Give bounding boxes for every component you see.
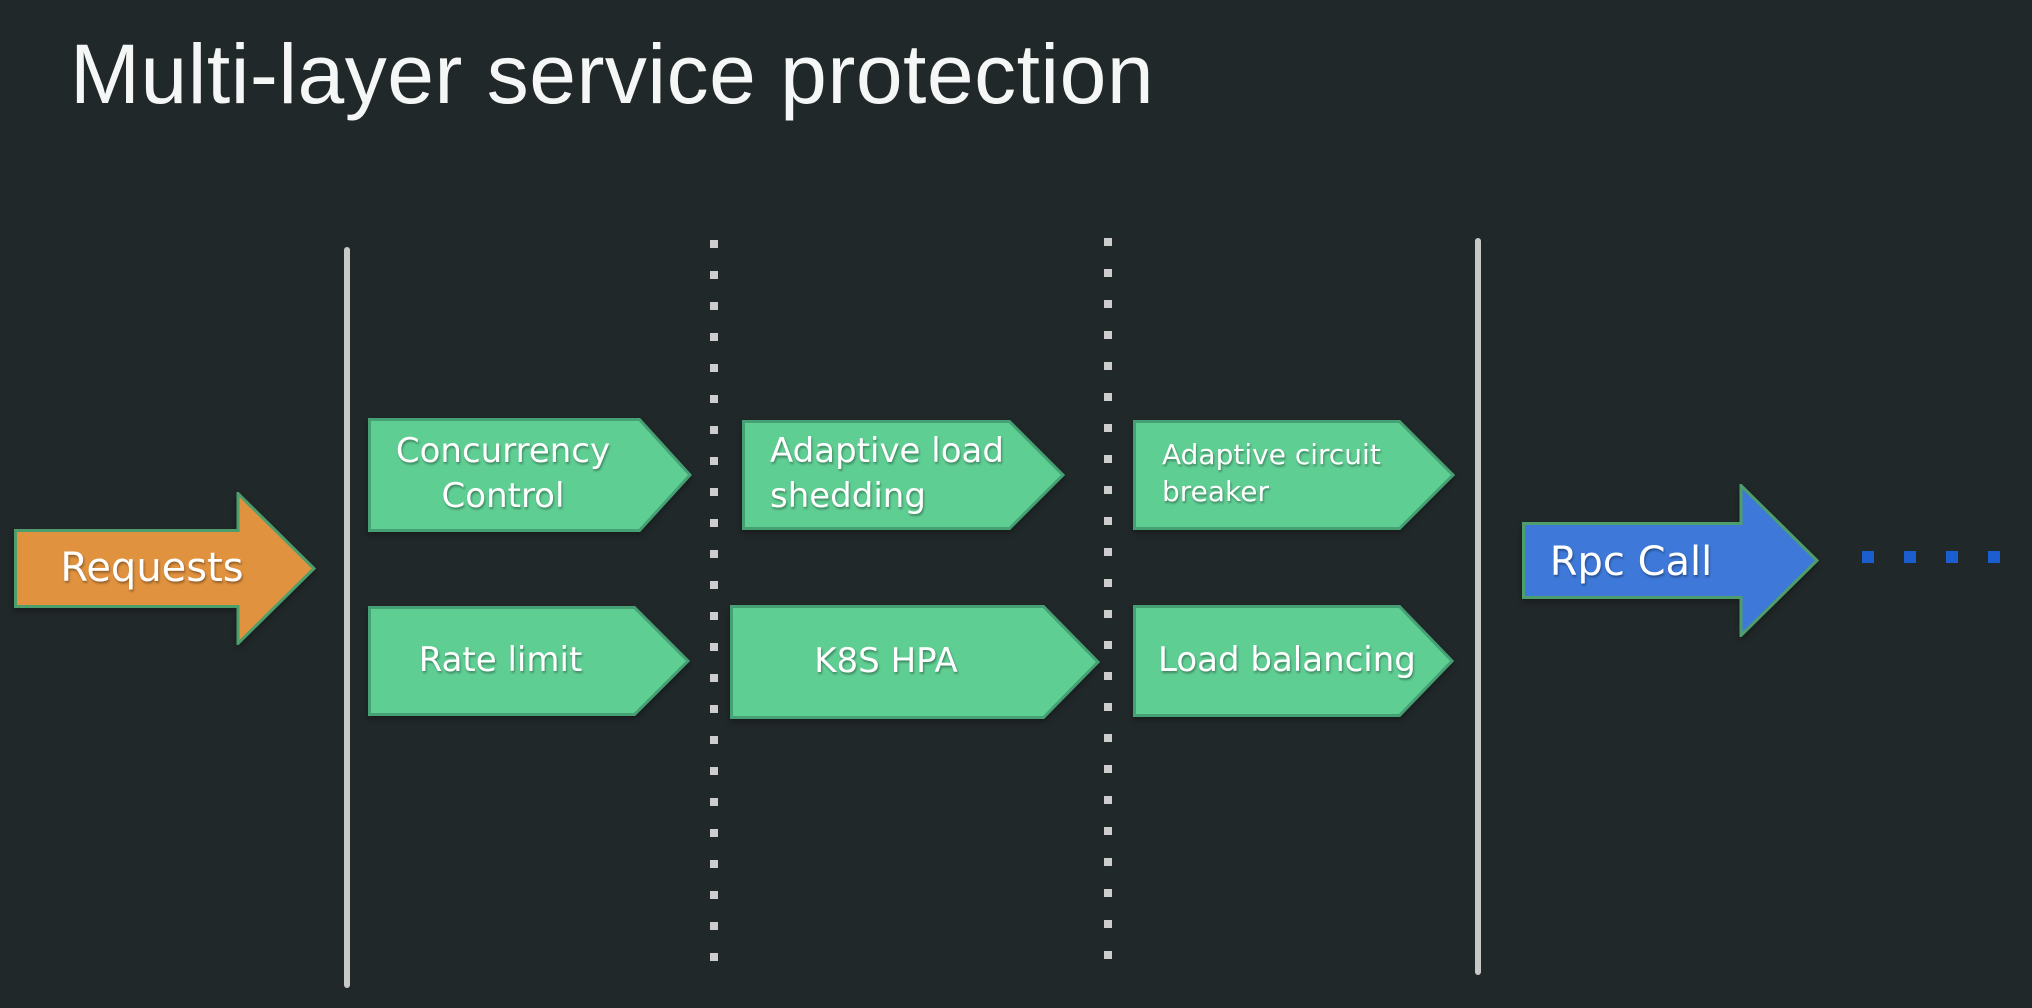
stage-label-concurrency-control: Concurrency Control — [395, 431, 611, 516]
rpc-call-arrow-polygon — [1522, 484, 1819, 637]
trail-dot-icon — [1946, 551, 1958, 563]
stage-label-adaptive-load-shedding: Adaptive load shedding — [770, 431, 1004, 516]
rpc-call-arrow — [1522, 484, 1819, 637]
layer-divider-dotted-1 — [710, 240, 718, 964]
page-title: Multi-layer service protection — [70, 27, 1155, 121]
layer-divider-dotted-2 — [1104, 238, 1112, 962]
stage-arrow-shape — [742, 420, 1065, 530]
trail-dot-icon — [1988, 551, 2000, 563]
stage-arrow-polygon — [368, 606, 690, 716]
trail-dot-icon — [1904, 551, 1916, 563]
stage-label-adaptive-circuit-breaker: Adaptive circuit breaker — [1162, 438, 1381, 508]
stage-arrow-shape — [1133, 605, 1454, 717]
stage-arrow-shape — [368, 418, 692, 532]
ingress-boundary-line — [344, 247, 350, 988]
stage-arrow-polygon — [742, 420, 1065, 530]
rpc-call-arrow-label: Rpc Call — [1549, 538, 1713, 585]
stage-label-load-balancing: Load balancing — [1158, 639, 1416, 680]
trail-dot-icon — [1862, 551, 1874, 563]
stage-arrow-polygon — [1133, 605, 1454, 717]
stage-arrow-polygon — [368, 418, 692, 532]
stage-arrow-rate-limit — [368, 606, 690, 716]
stage-arrow-adaptive-load-shedding — [742, 420, 1065, 530]
stage-arrow-adaptive-circuit-breaker — [1133, 420, 1455, 530]
requests-arrow-polygon — [14, 492, 316, 645]
requests-arrow-shape — [14, 492, 316, 645]
stage-arrow-load-balancing — [1133, 605, 1454, 717]
stage-arrow-concurrency-control — [368, 418, 692, 532]
requests-arrow — [14, 492, 316, 645]
stage-arrow-k8s-hpa — [730, 605, 1100, 719]
stage-arrow-shape — [368, 606, 690, 716]
egress-boundary-line — [1475, 238, 1481, 975]
continuation-dots — [1862, 551, 2002, 563]
rpc-call-arrow-shape — [1522, 484, 1819, 637]
stage-arrow-polygon — [1133, 420, 1455, 530]
stage-label-rate-limit: Rate limit — [418, 639, 583, 680]
stage-label-k8s-hpa: K8S HPA — [814, 640, 958, 681]
stage-arrow-shape — [730, 605, 1100, 719]
stage-arrow-shape — [1133, 420, 1455, 530]
requests-arrow-label: Requests — [60, 544, 244, 591]
stage-arrow-polygon — [730, 605, 1100, 719]
